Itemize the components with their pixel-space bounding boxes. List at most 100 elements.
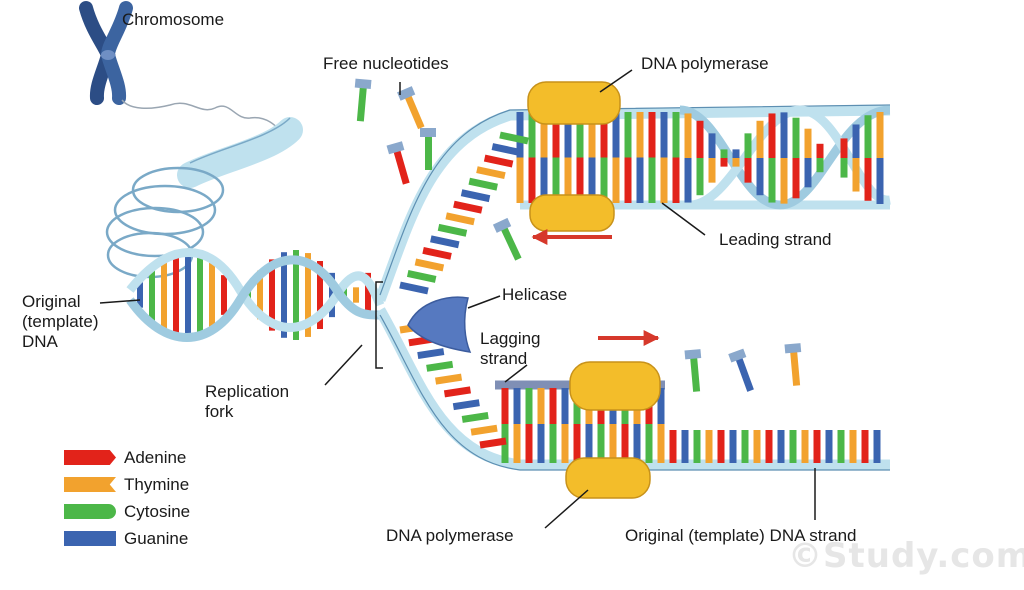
base-pair	[624, 157, 632, 203]
base-pair	[461, 411, 489, 423]
base-pair	[430, 235, 460, 249]
base-pair	[453, 200, 483, 214]
base-pair	[657, 388, 665, 424]
base-pair	[600, 157, 608, 203]
study-watermark: ©Study.com	[788, 536, 1024, 576]
nucleotide-sugar-phosphate	[386, 141, 405, 155]
base-pair	[281, 252, 287, 338]
base-pair	[597, 424, 605, 463]
cytosine-swatch	[64, 504, 116, 519]
base-pair	[470, 424, 498, 436]
base-pair	[792, 158, 800, 199]
base-pair	[849, 430, 857, 463]
base-pair	[801, 430, 809, 463]
base-pair	[161, 257, 167, 333]
base-pair	[816, 158, 824, 173]
base-pair	[693, 430, 701, 463]
base-pair	[657, 424, 665, 463]
free-nucleotide	[735, 355, 754, 392]
base-pair	[612, 112, 620, 158]
base-pair	[633, 424, 641, 463]
base-pair	[564, 157, 572, 203]
base-pair	[185, 250, 191, 340]
base-pair	[305, 253, 311, 337]
dna-polymerase-bottom-label: DNA polymerase	[386, 526, 514, 545]
base-pair	[149, 268, 155, 322]
base-pair	[435, 373, 463, 385]
legend-item: Adenine	[64, 444, 190, 471]
free-nucleotide	[356, 84, 367, 122]
base-pair	[501, 388, 509, 424]
base-pair	[876, 158, 884, 204]
base-pair	[516, 157, 524, 203]
base-pair	[852, 158, 860, 192]
base-pair	[840, 138, 848, 158]
base-pair	[624, 112, 632, 158]
nucleotide-sugar-phosphate	[397, 86, 416, 101]
legend-item: Thymine	[64, 471, 190, 498]
base-pair	[708, 158, 716, 183]
supercoil-tube	[177, 117, 303, 188]
base-pair	[804, 158, 812, 188]
base-pair	[777, 430, 785, 463]
base-pair	[452, 399, 480, 411]
original-strand-b	[126, 255, 381, 342]
base-pair	[576, 112, 584, 158]
base-pair	[669, 430, 677, 463]
chromosome-icon	[79, 1, 133, 105]
upper-right-helix-a	[679, 105, 891, 210]
legend-label: Adenine	[124, 447, 187, 467]
base-pair	[445, 212, 475, 226]
base-pair	[552, 157, 560, 203]
base-pair	[399, 281, 429, 295]
legend-label: Guanine	[124, 528, 189, 548]
base-pair	[269, 259, 275, 331]
original-dna-line1: Original	[22, 292, 81, 311]
base-pair	[804, 128, 812, 158]
base-pair	[468, 177, 498, 191]
free-nucleotides-label: Free nucleotides	[323, 54, 449, 73]
base-legend: Adenine Thymine Cytosine Guanine	[64, 444, 190, 552]
base-pair	[561, 424, 569, 463]
upper-right-helix-b	[689, 105, 891, 210]
base-pair	[414, 258, 445, 272]
base-pair	[426, 360, 454, 372]
dna-polymerase-top	[527, 81, 621, 232]
base-pair	[741, 430, 749, 463]
fork-bases	[399, 112, 884, 463]
legend-label: Thymine	[124, 474, 190, 494]
base-pair	[780, 158, 788, 204]
chromosome-label: Chromosome	[122, 10, 225, 29]
lagging-line2: strand	[480, 349, 528, 368]
leader-lines	[99, 69, 816, 529]
nucleotide-sugar-phosphate	[354, 78, 372, 89]
base-pair	[705, 430, 713, 463]
template-strand-label: Original (template) DNA strand	[625, 526, 857, 545]
original-strand-a	[126, 248, 385, 332]
base-pair	[864, 158, 872, 201]
base-pair	[537, 388, 545, 424]
base-pair	[476, 166, 506, 180]
base-pair	[636, 112, 644, 158]
base-pair	[491, 143, 522, 156]
base-pair	[732, 149, 740, 158]
legend-label: Cytosine	[124, 501, 191, 521]
free-nucleotide	[690, 355, 701, 392]
base-pair	[540, 112, 548, 158]
base-pair	[813, 430, 821, 463]
base-pair	[744, 158, 752, 183]
base-pair	[406, 270, 437, 283]
base-pair	[197, 254, 203, 336]
base-pair	[513, 388, 521, 424]
base-pair	[609, 424, 617, 463]
base-pair	[837, 430, 845, 463]
legend-item: Guanine	[64, 525, 190, 552]
base-pair	[672, 157, 680, 203]
base-pair	[732, 158, 740, 167]
base-pair	[756, 158, 764, 196]
base-pair	[499, 131, 529, 145]
dna-polymerase-top-label: DNA polymerase	[641, 54, 769, 73]
base-pair	[525, 388, 533, 424]
base-pair	[573, 424, 581, 463]
